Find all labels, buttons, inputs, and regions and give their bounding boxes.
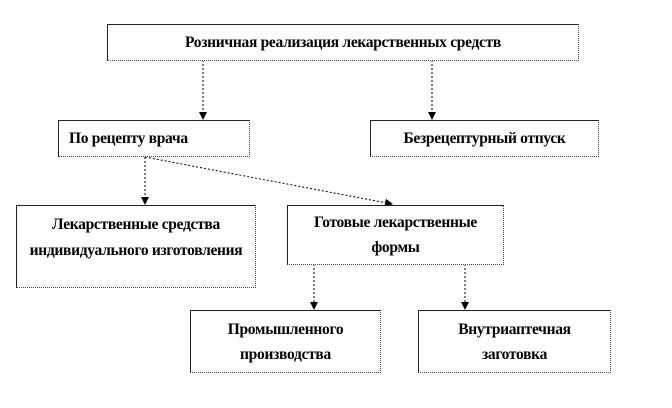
node-otc: Безрецептурный отпуск <box>370 120 599 157</box>
node-label: Внутриаптечная заготовка <box>458 320 571 363</box>
node-label: По рецепту врача <box>69 129 188 147</box>
node-root: Розничная реализация лекарственных средс… <box>107 24 579 61</box>
node-ready: Готовые лекарственные формы <box>287 205 504 265</box>
node-label: Промышленного производства <box>227 320 344 363</box>
node-inpharmacy: Внутриаптечная заготовка <box>418 310 611 373</box>
node-label: Розничная реализация лекарственных средс… <box>185 33 501 51</box>
node-individual: Лекарственные средства индивидуального и… <box>16 205 256 288</box>
node-prescription: По рецепту врача <box>58 120 250 157</box>
node-industrial: Промышленного производства <box>190 310 381 373</box>
node-label: Безрецептурный отпуск <box>403 129 566 147</box>
node-label: Лекарственные средства индивидуального и… <box>29 216 243 259</box>
node-label: Готовые лекарственные формы <box>314 214 477 256</box>
arrow-prescription-ready <box>144 156 393 207</box>
